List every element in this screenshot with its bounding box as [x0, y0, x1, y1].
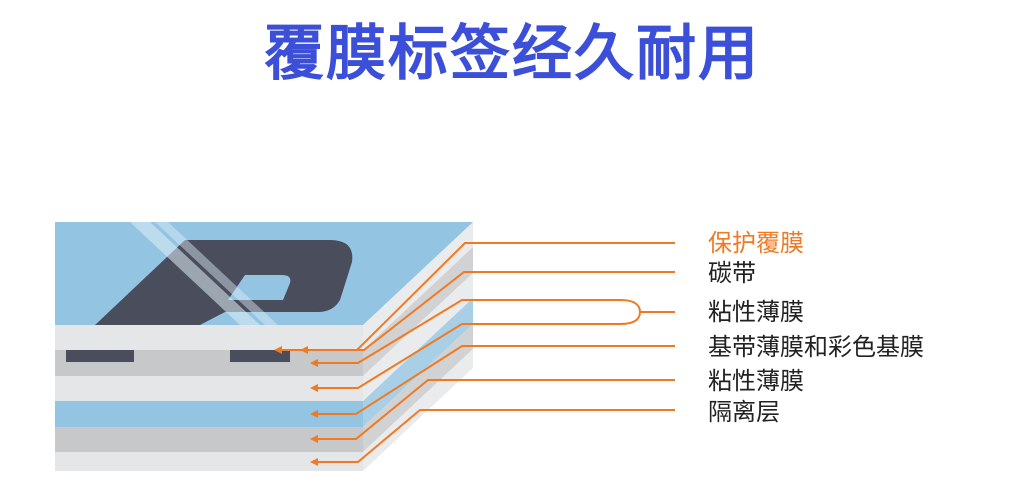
leader-adhesive-2 [318, 379, 675, 440]
arrow-base [310, 410, 318, 418]
front-layer-liner [55, 452, 363, 471]
printed-logo-shape [95, 240, 353, 325]
front-layer-protective [55, 325, 363, 350]
stack-top-face [55, 222, 473, 325]
arrow-liner [310, 458, 318, 466]
label-adhesive: 粘性薄膜 [708, 298, 804, 326]
side-band-4 [363, 298, 473, 427]
label-adhesive-2: 粘性薄膜 [708, 367, 804, 395]
leader-lines [274, 242, 675, 466]
label-protective: 保护覆膜 [708, 229, 804, 257]
ink-block-right [230, 350, 290, 362]
arrow-adhesive-low [310, 384, 318, 392]
arrow-ribbon [274, 346, 282, 354]
leader-ribbon [282, 271, 675, 351]
label-ribbon: 碳带 [708, 259, 756, 287]
arrow-adhesive-top [310, 359, 318, 367]
leader-base [318, 345, 675, 415]
leader-liner [318, 409, 675, 463]
stack-front-face [55, 325, 363, 471]
glare-stripe-1 [130, 222, 260, 325]
leader-adhesive-top [318, 299, 620, 364]
label-base: 基带薄膜和彩色基膜 [708, 333, 924, 361]
bracket-adhesive [619, 299, 675, 325]
arrow-adhesive-2 [310, 435, 318, 443]
glare-stripe-2 [155, 222, 278, 325]
page-title: 覆膜标签经久耐用 [264, 19, 760, 89]
layer-labels: 保护覆膜 碳带 粘性薄膜 基带薄膜和彩色基膜 粘性薄膜 隔离层 [708, 229, 924, 426]
leader-adhesive-low [318, 323, 620, 389]
label-liner: 隔离层 [708, 398, 780, 426]
ink-block-left [66, 350, 134, 362]
